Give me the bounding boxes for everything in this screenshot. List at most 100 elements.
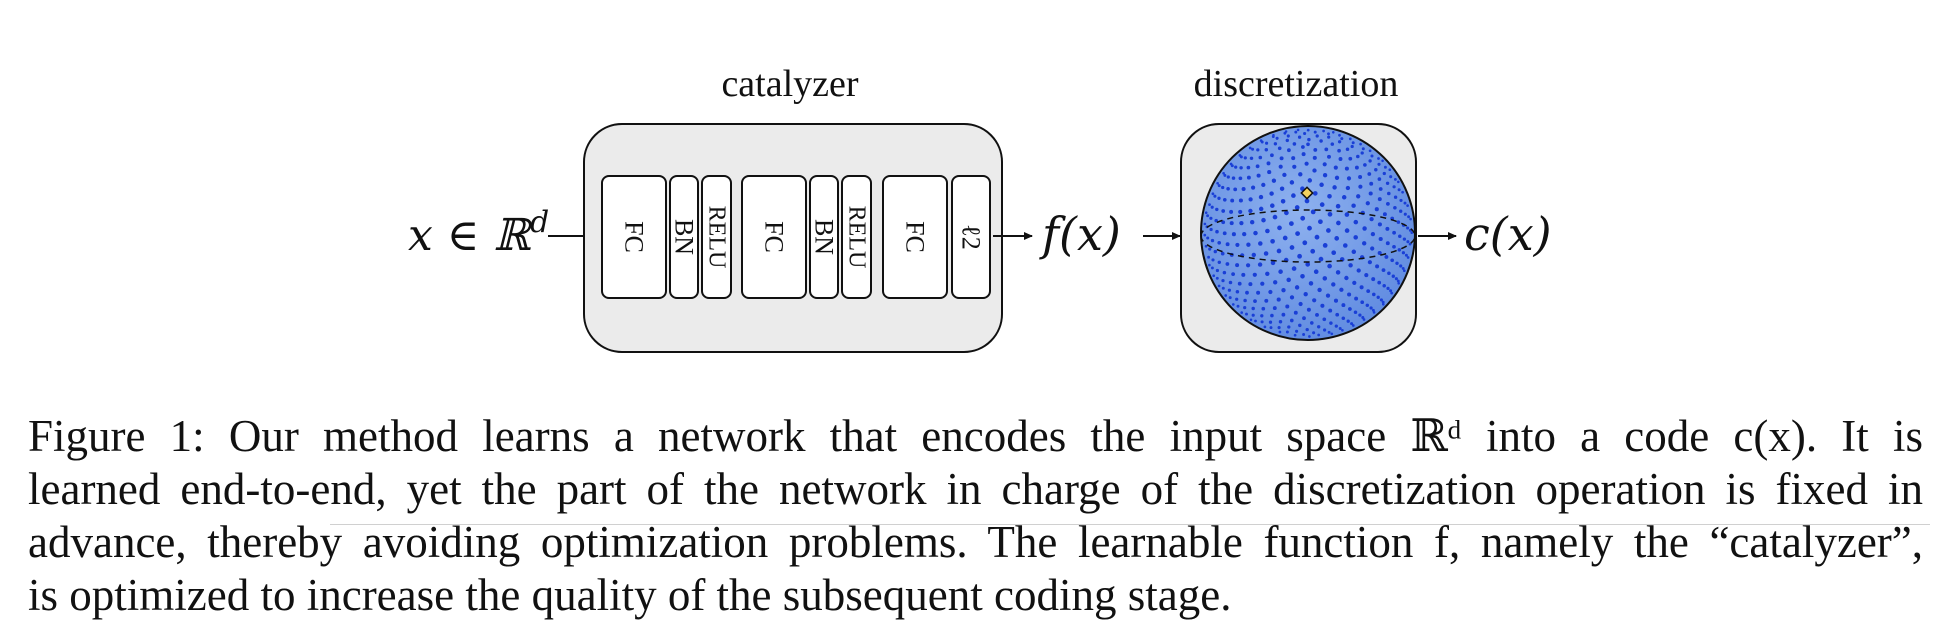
lattice-dot xyxy=(1369,306,1373,310)
lattice-dot xyxy=(1377,250,1382,256)
lattice-dot xyxy=(1312,168,1317,173)
lattice-dot xyxy=(1217,240,1222,245)
lattice-dot xyxy=(1372,311,1376,314)
lattice-dot xyxy=(1386,202,1390,206)
lattice-dot xyxy=(1300,274,1305,279)
lattice-dot xyxy=(1207,255,1211,259)
lattice-dot xyxy=(1325,293,1331,298)
lattice-dot xyxy=(1243,305,1247,310)
lattice-dot xyxy=(1327,154,1331,159)
lattice-dot xyxy=(1285,330,1289,334)
lattice-dot xyxy=(1367,172,1372,176)
lattice-dot xyxy=(1253,299,1257,303)
lattice-dot xyxy=(1319,202,1325,207)
layer-label-3: RELU xyxy=(704,206,730,269)
lattice-dot xyxy=(1385,181,1390,186)
lattice-dot xyxy=(1281,288,1286,293)
lattice-dot xyxy=(1310,248,1316,254)
lattice-dot xyxy=(1266,161,1271,166)
lattice-dot xyxy=(1356,194,1361,199)
lattice-dot xyxy=(1248,197,1253,202)
lattice-dot xyxy=(1323,328,1327,332)
lattice-dot xyxy=(1286,134,1290,138)
lattice-dot xyxy=(1377,280,1382,285)
lattice-dot xyxy=(1317,287,1322,293)
lattice-dot xyxy=(1370,246,1375,251)
lattice-dot xyxy=(1317,325,1321,329)
lattice-dot xyxy=(1340,137,1344,141)
lattice-dot xyxy=(1295,231,1300,236)
lattice-dot xyxy=(1398,234,1402,238)
layer-box-8 xyxy=(951,175,991,299)
lattice-dot xyxy=(1382,212,1387,217)
lattice-dot xyxy=(1275,136,1279,140)
layer-box-3 xyxy=(701,175,732,299)
layer-label-7: FC xyxy=(901,221,930,253)
lattice-dot xyxy=(1273,280,1278,285)
lattice-dot xyxy=(1263,251,1269,256)
lattice-dot xyxy=(1403,201,1407,205)
lattice-dot xyxy=(1307,137,1311,142)
lattice-dot xyxy=(1322,276,1328,281)
lattice-dot xyxy=(1229,162,1233,166)
lattice-dot xyxy=(1362,226,1367,231)
lattice-dot xyxy=(1368,149,1372,153)
lattice-dot xyxy=(1216,181,1219,185)
caption-line-4: is optimized to increase the quality of … xyxy=(28,570,1232,620)
lattice-dot xyxy=(1382,283,1386,288)
lattice-dot xyxy=(1322,162,1327,167)
lattice-dot xyxy=(1399,264,1403,268)
lattice-dot xyxy=(1291,193,1296,198)
lattice-dot xyxy=(1351,249,1357,255)
lattice-dot xyxy=(1318,256,1324,262)
discretization-title: discretization xyxy=(1194,63,1399,105)
lattice-dot xyxy=(1241,272,1246,277)
lattice-dot xyxy=(1322,317,1327,322)
lattice-dot xyxy=(1307,225,1312,231)
lattice-dot xyxy=(1312,191,1318,196)
lattice-dot xyxy=(1292,164,1297,169)
lattice-dot xyxy=(1293,310,1298,315)
lattice-dot xyxy=(1335,270,1341,275)
lattice-dot xyxy=(1243,298,1247,303)
lattice-dot xyxy=(1279,186,1285,191)
lattice-dot xyxy=(1248,282,1253,287)
lattice-dot xyxy=(1236,304,1240,308)
lattice-dot xyxy=(1272,214,1278,220)
lattice-dot xyxy=(1392,244,1396,249)
lattice-dot xyxy=(1258,241,1263,246)
lattice-dot xyxy=(1295,329,1299,333)
lattice-dot xyxy=(1312,155,1317,160)
lattice-dot xyxy=(1348,263,1353,268)
lattice-dot xyxy=(1258,206,1264,212)
lattice-dot xyxy=(1392,185,1396,189)
lattice-dot xyxy=(1374,207,1379,212)
lattice-dot xyxy=(1347,292,1352,297)
lattice-dot xyxy=(1406,256,1410,259)
lattice-dot xyxy=(1291,156,1296,161)
lattice-dot xyxy=(1348,307,1352,311)
lattice-dot xyxy=(1341,195,1347,200)
lattice-dot xyxy=(1332,185,1337,190)
lattice-dot xyxy=(1302,316,1306,321)
lattice-dot xyxy=(1217,196,1221,200)
lattice-dot xyxy=(1208,203,1211,207)
lattice-dot xyxy=(1306,307,1311,312)
lattice-dot xyxy=(1246,175,1251,180)
lattice-dot xyxy=(1319,139,1323,143)
lattice-dot xyxy=(1249,318,1253,322)
lattice-dot xyxy=(1374,167,1378,172)
lattice-dot xyxy=(1297,253,1302,259)
lattice-dot xyxy=(1298,301,1303,307)
lattice-dot xyxy=(1224,294,1228,297)
lattice-dot xyxy=(1270,153,1274,158)
lattice-dot xyxy=(1256,173,1261,178)
lattice-dot xyxy=(1245,263,1251,268)
lattice-dot xyxy=(1260,281,1265,286)
lattice-dot xyxy=(1303,292,1308,297)
lattice-dot xyxy=(1258,194,1264,200)
lattice-dot xyxy=(1308,281,1314,286)
lattice-dot xyxy=(1318,219,1323,225)
lattice-dot xyxy=(1350,144,1354,149)
lattice-dot xyxy=(1281,312,1286,317)
